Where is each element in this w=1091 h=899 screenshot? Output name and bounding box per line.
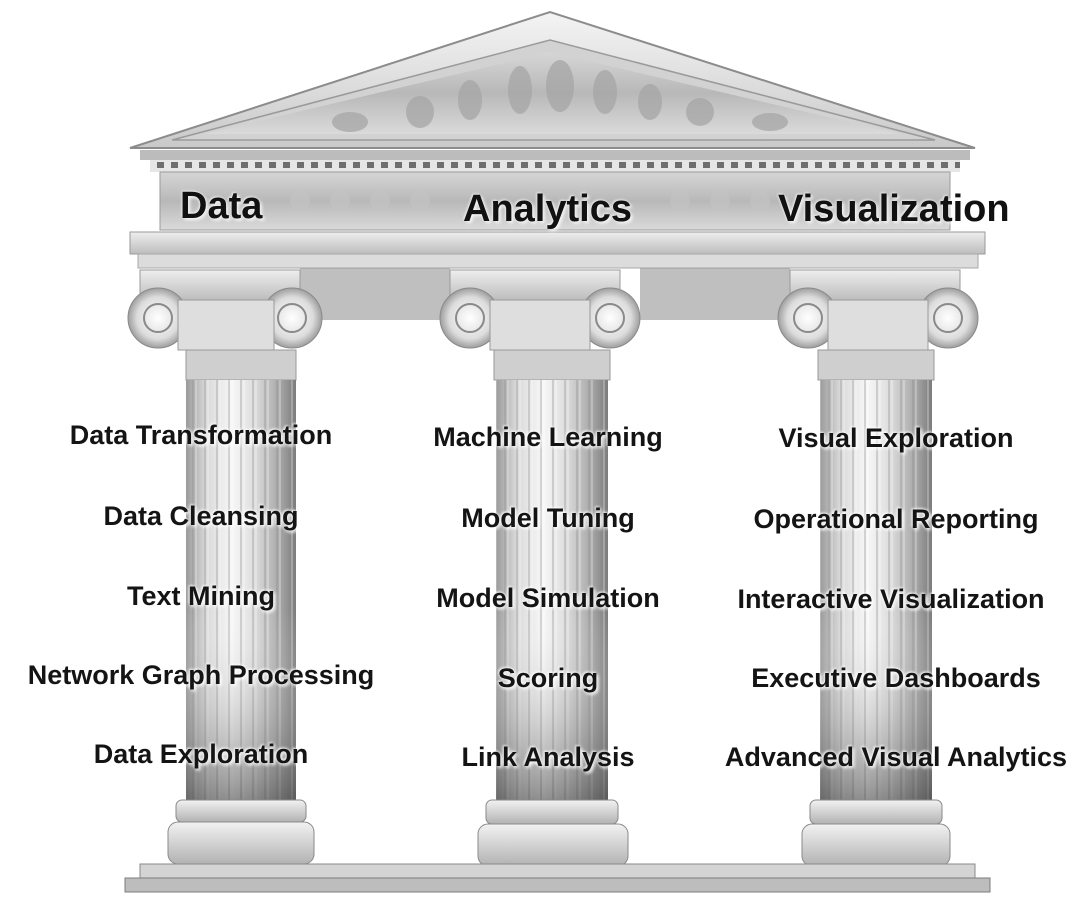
watermark-line-1: 6 Degree — [300, 517, 399, 544]
data-item-4: Network Graph Processing — [27, 660, 375, 690]
pillar-title-data: Data — [180, 185, 263, 227]
data-item-5: Data Exploration — [93, 739, 309, 769]
pillar-title-analytics: Analytics — [463, 188, 632, 230]
column-visualization — [777, 269, 979, 867]
visualization-item-2: Operational Reporting — [753, 504, 1039, 534]
analytics-item-3: Model Simulation — [436, 583, 660, 613]
data-item-1: Data Transformation — [69, 420, 333, 450]
visualization-item-3: Interactive Visualization — [737, 584, 1045, 614]
entablature — [129, 171, 986, 320]
analytics-item-1: Machine Learning — [433, 422, 663, 452]
watermark-text: 6 Degree Intelligenc — [300, 517, 409, 571]
stylobate — [124, 863, 991, 893]
columns — [127, 269, 979, 867]
pillar-title-visualization: Visualization — [778, 188, 1010, 230]
analytics-item-5: Link Analysis — [461, 742, 635, 772]
pediment — [129, 10, 976, 172]
visualization-item-5: Advanced Visual Analytics — [724, 742, 1068, 772]
data-item-3: Text Mining — [127, 581, 275, 611]
analytics-item-2: Model Tuning — [461, 503, 635, 533]
data-item-2: Data Cleansing — [103, 501, 299, 531]
column-analytics — [439, 269, 641, 867]
visualization-item-4: Executive Dashboards — [751, 663, 1041, 693]
visualization-item-1: Visual Exploration — [778, 423, 1014, 453]
analytics-item-4: Scoring — [497, 663, 599, 693]
watermark-line-2: Intelligenc — [300, 543, 409, 571]
column-data — [127, 269, 323, 865]
